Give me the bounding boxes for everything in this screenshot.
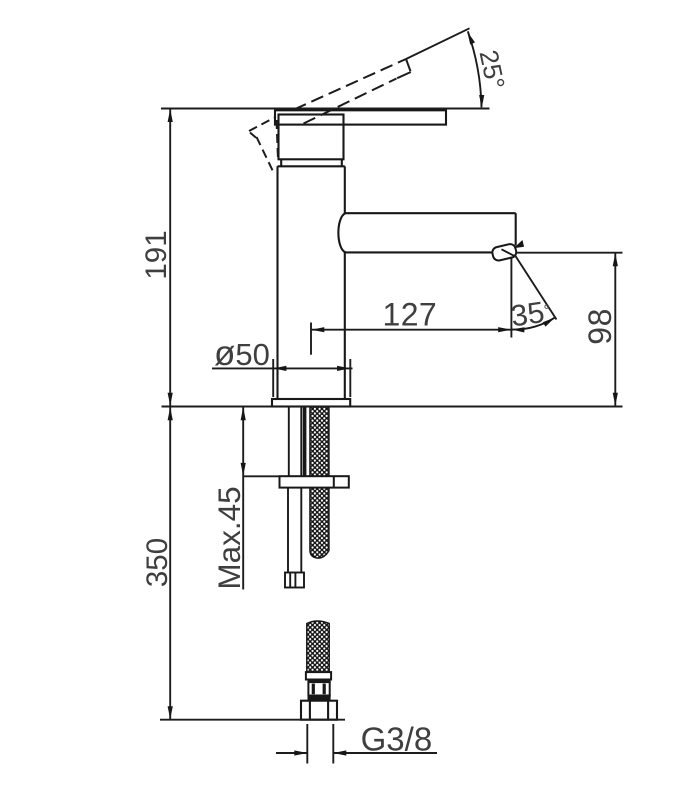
svg-text:350: 350 xyxy=(141,538,174,587)
svg-text:127: 127 xyxy=(383,297,438,333)
svg-text:35°: 35° xyxy=(509,295,553,333)
svg-text:G3/8: G3/8 xyxy=(361,721,433,758)
svg-text:ø50: ø50 xyxy=(214,334,270,373)
svg-text:191: 191 xyxy=(140,230,173,279)
svg-text:98: 98 xyxy=(582,308,618,345)
svg-text:Max.45: Max.45 xyxy=(211,486,247,589)
